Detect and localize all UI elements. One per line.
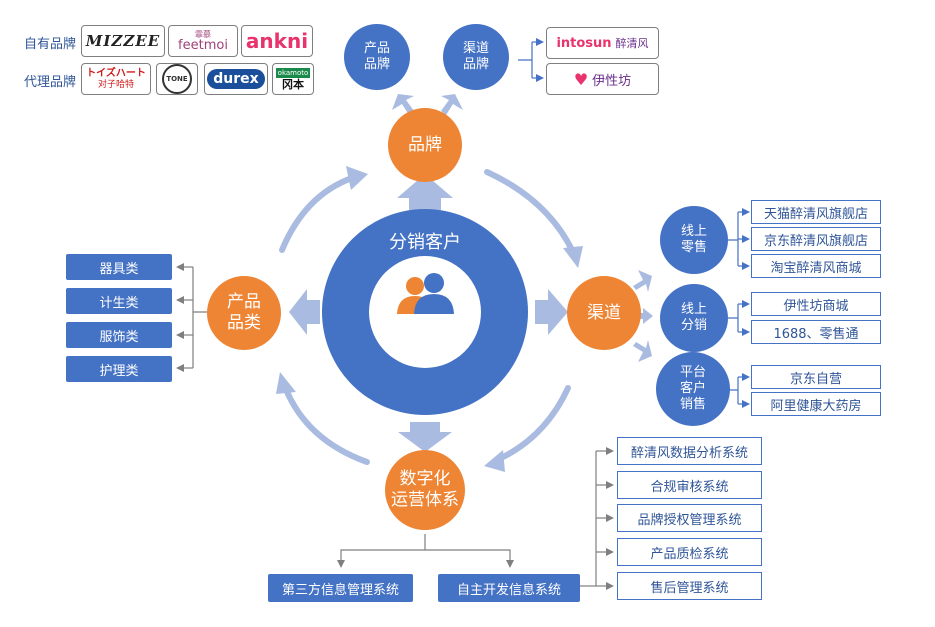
product-category-node: 产品 品类: [207, 276, 281, 350]
product-brand-node: 产品 品牌: [344, 24, 410, 90]
durex-logo: durex: [204, 63, 268, 95]
channel-brand-node: 渠道 品牌: [443, 24, 509, 90]
feetmoi-logo-text: feetmoi: [178, 37, 228, 53]
okamoto-logo-text: okamoto: [275, 67, 311, 78]
system-item: 品牌授权管理系统: [617, 504, 762, 532]
digital-ops-node: 数字化 运营体系: [385, 450, 465, 530]
heart-person-icon: ♥: [573, 69, 589, 89]
platform-store: 京东自营: [751, 365, 881, 389]
okamoto-logo: okamoto 冈本: [272, 63, 314, 95]
system-connectors: [337, 447, 614, 590]
toys-heart-logo: トイズハート 对子哈特: [81, 63, 151, 95]
feetmoi-logo-cn: 霏慕: [195, 29, 211, 39]
online-retail-node: 线上 零售: [660, 206, 728, 274]
distribution-store: 1688、零售通: [751, 320, 881, 344]
brand-node: 品牌: [388, 108, 462, 182]
own-brand-label: 自有品牌: [24, 37, 77, 52]
mizzee-logo-text: MIZZEE: [85, 32, 161, 50]
mizzee-logo: MIZZEE: [81, 25, 165, 57]
tone-logo-text: TONE: [166, 75, 188, 83]
platform-sales-node: 平台 客户 销售: [656, 352, 730, 426]
customers-icon: [397, 273, 454, 314]
agent-brand-label: 代理品牌: [24, 75, 77, 90]
category-item: 器具类: [66, 254, 172, 280]
system-item: 售后管理系统: [617, 572, 762, 600]
distribution-store: 伊性坊商城: [751, 292, 881, 316]
yixingfang-logo: ♥ 伊性坊: [546, 63, 659, 95]
system-item: 产品质检系统: [617, 538, 762, 566]
online-distribution-node: 线上 分销: [660, 284, 728, 352]
retail-store: 淘宝醉清风商城: [751, 254, 881, 278]
in-house-system-box: 自主开发信息系统: [438, 574, 580, 602]
cycle-arrowheads: [276, 166, 583, 472]
yixingfang-logo-text: 伊性坊: [592, 73, 632, 89]
category-item: 服饰类: [66, 322, 172, 348]
tone-logo: TONE: [156, 63, 198, 95]
durex-logo-text: durex: [207, 69, 265, 89]
retail-store: 天猫醉清风旗舰店: [751, 200, 881, 224]
channel-node: 渠道: [567, 276, 641, 350]
intosun-logo-text: intosun: [556, 35, 612, 51]
retail-store: 京东醉清风旗舰店: [751, 227, 881, 251]
tone-logo-mark: TONE: [162, 64, 192, 94]
system-item: 醉清风数据分析系统: [617, 437, 762, 465]
toys-heart-logo-cn: 对子哈特: [97, 79, 134, 90]
store-connectors: [518, 38, 750, 408]
intosun-logo: intosun 醉清风: [546, 27, 659, 59]
ankni-logo: ankni: [241, 25, 313, 57]
cycle-arrows: [279, 169, 576, 465]
okamoto-logo-cn: 冈本: [282, 77, 304, 91]
feetmoi-logo: 霏慕 feetmoi: [168, 25, 238, 57]
intosun-logo-cn: 醉清风: [615, 37, 649, 50]
category-item: 计生类: [66, 288, 172, 314]
category-connectors: [176, 263, 207, 372]
toys-heart-logo-text: トイズハート: [86, 67, 146, 79]
core-bottom-label: 零售客户: [389, 334, 461, 355]
system-item: 合规审核系统: [617, 471, 762, 499]
third-party-system-box: 第三方信息管理系统: [268, 574, 413, 602]
ankni-logo-text: ankni: [245, 29, 309, 53]
block-arrows: [289, 94, 653, 452]
core-top-label: 分销客户: [389, 232, 461, 253]
platform-store: 阿里健康大药房: [751, 392, 881, 416]
category-item: 护理类: [66, 356, 172, 382]
